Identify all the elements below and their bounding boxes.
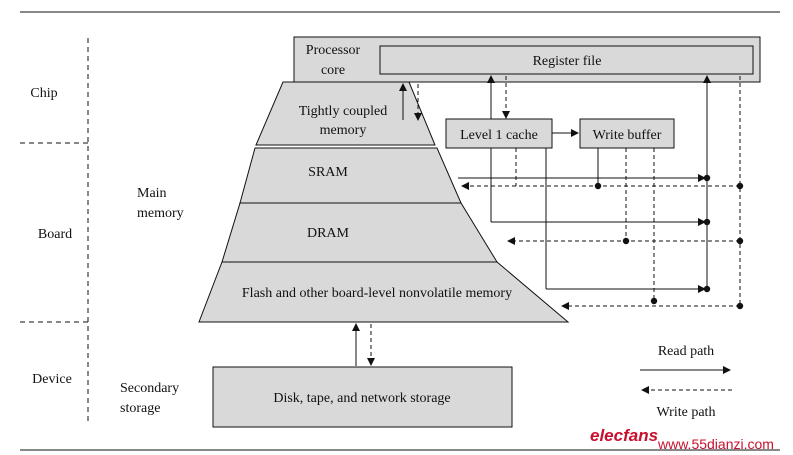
junction-dot xyxy=(736,182,744,190)
junction-dot xyxy=(594,182,602,190)
group-label-main-memory-2: memory xyxy=(137,206,184,221)
watermark-brand: elecfans xyxy=(590,426,658,445)
processor-core-label-2: core xyxy=(321,63,345,78)
tcm-level xyxy=(255,81,436,146)
dram-level xyxy=(221,202,498,263)
level-label-chip: Chip xyxy=(30,86,57,101)
junction-dot xyxy=(703,218,711,226)
tcm-label-1: Tightly coupled xyxy=(299,104,388,119)
junction-dot xyxy=(703,285,711,293)
junction-dot xyxy=(736,302,744,310)
flash-level xyxy=(198,261,570,323)
group-label-secondary-storage-1: Secondary xyxy=(120,381,179,396)
tcm-label-2: memory xyxy=(320,123,367,138)
disk-storage-box xyxy=(212,366,513,428)
group-label-secondary-storage-2: storage xyxy=(120,401,160,416)
junction-dot xyxy=(622,237,630,245)
register-file-box xyxy=(379,45,754,75)
dram-label: DRAM xyxy=(307,226,350,241)
junction-dot xyxy=(736,237,744,245)
group-label-main-memory-1: Main xyxy=(137,186,167,201)
level-label-board: Board xyxy=(38,227,72,242)
watermark-site: www.55dianzi.com xyxy=(657,436,774,452)
legend-read-label: Read path xyxy=(658,344,714,359)
sram-label: SRAM xyxy=(308,165,348,180)
write-buffer-box xyxy=(579,118,675,149)
l1-cache-label: Level 1 cache xyxy=(460,128,538,143)
flash-label: Flash and other board-level nonvolatile … xyxy=(242,286,512,301)
junction-dot xyxy=(650,297,658,305)
junction-dot xyxy=(703,174,711,182)
legend-write-label: Write path xyxy=(657,405,716,420)
processor-core-label-1: Processor xyxy=(306,43,361,58)
write-buffer-label: Write buffer xyxy=(593,128,662,143)
sram-level xyxy=(239,147,462,204)
level-label-device: Device xyxy=(32,372,72,387)
disk-storage-label: Disk, tape, and network storage xyxy=(273,391,450,406)
register-file-label: Register file xyxy=(533,54,602,69)
